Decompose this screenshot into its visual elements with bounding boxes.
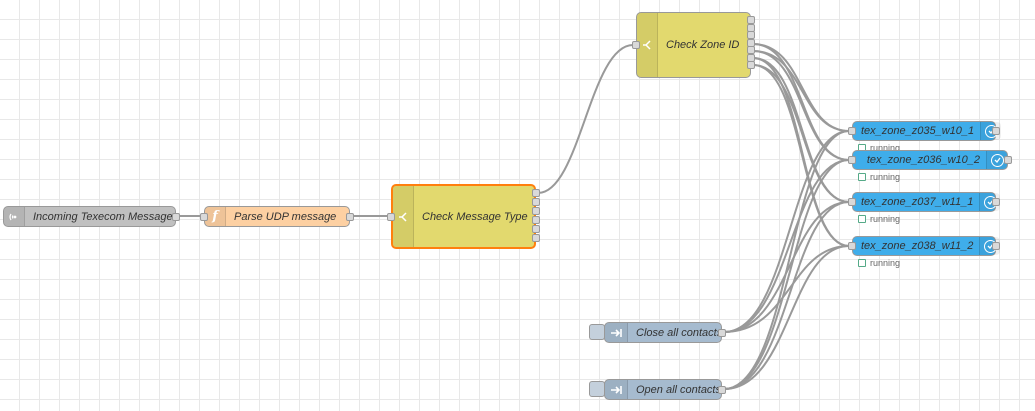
parse-label: Parse UDP message — [234, 210, 337, 223]
udp-in-label: Incoming Texecom Messages — [33, 210, 179, 223]
output-port[interactable] — [346, 213, 354, 221]
status-text: running — [870, 172, 901, 182]
status-indicator — [858, 215, 866, 223]
wire — [723, 201, 850, 333]
output-port[interactable] — [532, 207, 540, 215]
input-port[interactable] — [200, 213, 208, 221]
output-port[interactable] — [532, 225, 540, 233]
status-text: running — [870, 143, 901, 153]
zone-node-z035[interactable]: tex_zone_z035_w10_1 — [848, 121, 1002, 141]
check-circle-icon — [979, 237, 1001, 255]
zone-node-z038[interactable]: tex_zone_z038_w11_2 — [848, 236, 1001, 256]
input-port[interactable] — [848, 156, 856, 164]
output-port[interactable] — [747, 16, 755, 24]
open-all-inject-node[interactable]: Open all contacts — [604, 379, 726, 400]
input-port[interactable] — [848, 242, 856, 250]
wire — [752, 64, 850, 203]
check-zone-id-node[interactable]: Check Zone ID — [632, 12, 755, 78]
input-port[interactable] — [387, 213, 395, 221]
output-port[interactable] — [747, 61, 755, 69]
zone-label: tex_zone_z035_w10_1 — [861, 125, 975, 137]
check-type-label: Check Message Type — [422, 210, 528, 223]
status-indicator — [858, 173, 866, 181]
input-port[interactable] — [848, 127, 856, 135]
output-port[interactable] — [532, 234, 540, 242]
wire — [723, 159, 850, 333]
output-port[interactable] — [992, 242, 1000, 250]
check-zone-label: Check Zone ID — [666, 39, 740, 51]
wire — [752, 50, 850, 161]
wire — [752, 64, 850, 247]
open-all-label: Open all contacts — [636, 383, 721, 396]
wire — [723, 159, 850, 390]
check-message-type-node[interactable]: Check Message Type — [387, 184, 540, 249]
output-port[interactable] — [992, 127, 1000, 135]
udp-in-node[interactable]: Incoming Texecom Messages — [3, 206, 180, 227]
zone-label: tex_zone_z037_w11_1 — [861, 196, 974, 208]
zone-node-z036[interactable]: tex_zone_z036_w10_2 — [848, 150, 1012, 170]
status-indicator — [858, 259, 866, 267]
wire — [537, 44, 634, 194]
input-port[interactable] — [848, 198, 856, 206]
output-port[interactable] — [718, 386, 726, 394]
output-port[interactable] — [532, 216, 540, 224]
input-port[interactable] — [632, 41, 640, 49]
wire — [723, 201, 850, 390]
output-port[interactable] — [992, 198, 1000, 206]
switch-icon — [637, 13, 658, 77]
status-text: running — [870, 258, 901, 268]
output-port[interactable] — [718, 329, 726, 337]
status-text: running — [870, 214, 901, 224]
zone-status: running — [858, 258, 900, 268]
open-all-inject-button[interactable] — [589, 381, 605, 397]
inject-arrow-icon — [605, 380, 628, 399]
switch-icon — [393, 186, 414, 247]
wire — [723, 245, 850, 390]
zone-node-z037[interactable]: tex_zone_z037_w11_1 — [848, 192, 1001, 212]
wire — [723, 130, 850, 333]
close-all-inject-node[interactable]: Close all contacts — [604, 322, 726, 343]
zone-label: tex_zone_z036_w10_2 — [866, 154, 980, 166]
close-all-label: Close all contacts — [636, 326, 723, 339]
output-port[interactable] — [747, 46, 755, 54]
zone-label: tex_zone_z038_w11_2 — [861, 240, 974, 252]
output-port[interactable] — [172, 213, 180, 221]
wire — [723, 245, 850, 333]
output-port[interactable] — [532, 198, 540, 206]
output-port[interactable] — [1004, 156, 1012, 164]
inject-arrow-icon — [605, 323, 628, 342]
udp-wave-icon — [4, 207, 25, 226]
zone-status: running — [858, 172, 900, 182]
parse-function-node[interactable]: f Parse UDP message — [200, 206, 354, 227]
function-icon: f — [205, 207, 226, 226]
wire — [723, 130, 850, 390]
output-port[interactable] — [747, 31, 755, 39]
zone-status: running — [858, 214, 900, 224]
close-all-inject-button[interactable] — [589, 324, 605, 340]
output-port[interactable] — [532, 189, 540, 197]
check-circle-icon — [986, 151, 1007, 169]
